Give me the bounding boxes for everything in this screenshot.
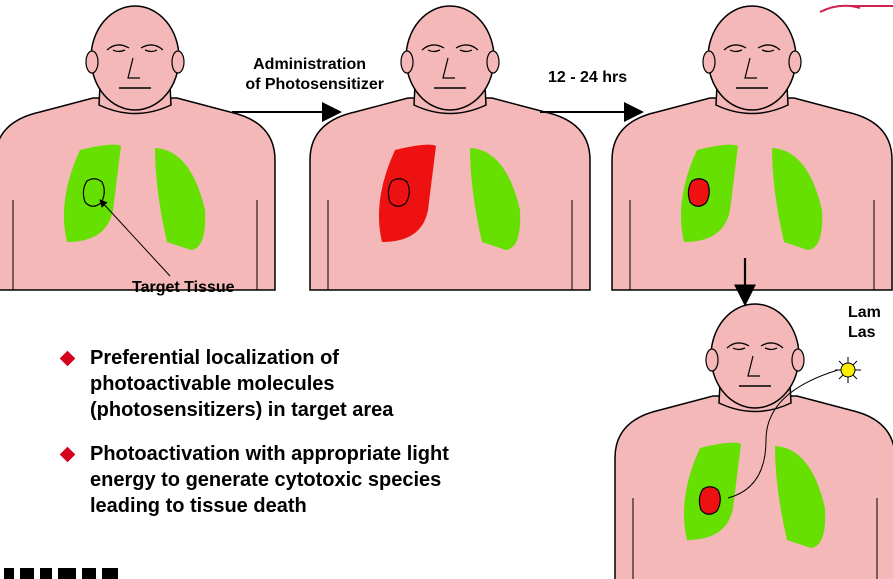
light-source-icon (835, 357, 861, 383)
light-source-label: Lam Las (848, 303, 893, 343)
arrow-label-incubation: 12 - 24 hrs (548, 68, 627, 88)
bullet-list: Preferential localization of photoactiva… (60, 345, 480, 537)
cropped-caption-fragment (0, 566, 170, 579)
bullet-item: Preferential localization of photoactiva… (60, 345, 480, 423)
target-tissue-label: Target Tissue (132, 278, 235, 298)
figure-before-treatment (0, 6, 275, 290)
diamond-bullet-icon (60, 447, 76, 463)
figure-after-incubation (612, 6, 892, 290)
corner-decoration (820, 6, 893, 12)
arrow-label-administration: Administration of Photosensitizer (214, 55, 384, 95)
figure-light-activation (615, 304, 893, 579)
figure-after-administration (310, 6, 590, 290)
accumulated-target (688, 179, 709, 207)
bullet-item: Photoactivation with appropriate light e… (60, 441, 480, 519)
activated-target (699, 487, 720, 515)
diamond-bullet-icon (60, 351, 76, 367)
